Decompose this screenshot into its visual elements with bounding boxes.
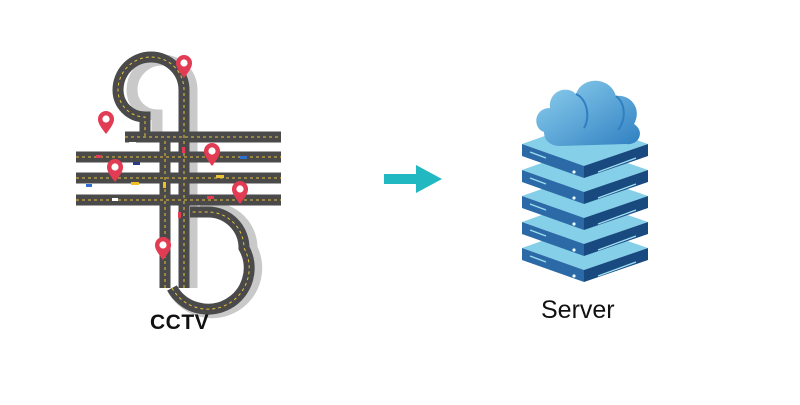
- highway-interchange-icon: [76, 51, 281, 319]
- right-arrow-icon: [384, 165, 442, 193]
- cloud-icon: [536, 80, 640, 146]
- cloud-server-icon: [522, 80, 648, 282]
- cctv-label: CCTV: [150, 311, 210, 334]
- server-rack: [522, 122, 648, 282]
- server-label: Server: [541, 296, 615, 324]
